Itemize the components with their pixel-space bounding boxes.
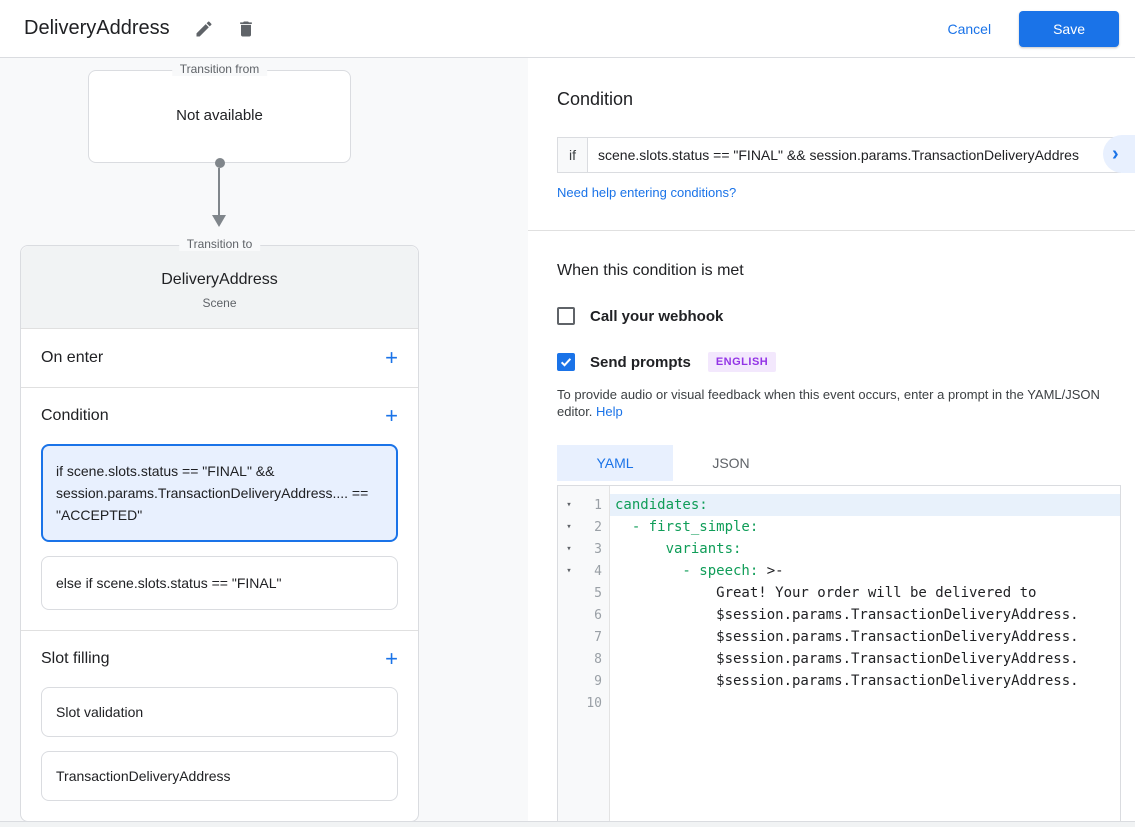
- page-title: DeliveryAddress: [24, 17, 170, 39]
- transition-from-label: Transition from: [171, 62, 268, 76]
- tab-json[interactable]: JSON: [712, 455, 750, 471]
- edit-scene-button[interactable]: [188, 13, 220, 45]
- collapse-panel-button[interactable]: ›: [1103, 135, 1135, 173]
- delete-scene-button[interactable]: [230, 13, 262, 45]
- condition-section-label: Condition: [41, 407, 109, 424]
- code-line[interactable]: $session.params.TransactionDeliveryAddre…: [615, 651, 1079, 667]
- prompt-description: To provide audio or visual feedback when…: [557, 387, 1100, 419]
- line-number: 9: [594, 673, 602, 689]
- chevron-right-icon: ›: [1112, 143, 1119, 165]
- horizontal-scrollbar[interactable]: [0, 821, 1135, 827]
- webhook-option-row: Call your webhook: [557, 307, 1121, 325]
- save-button[interactable]: Save: [1019, 10, 1119, 47]
- language-badge: ENGLISH: [707, 352, 777, 372]
- line-number: 5: [594, 585, 602, 601]
- on-enter-section[interactable]: On enter +: [21, 329, 418, 388]
- fold-arrow-icon[interactable]: ▾: [566, 544, 572, 554]
- transition-to-card: Transition to DeliveryAddress Scene On e…: [20, 237, 419, 822]
- call-webhook-label: Call your webhook: [590, 307, 724, 325]
- line-number: 10: [586, 695, 602, 711]
- send-prompts-checkbox[interactable]: [557, 353, 575, 371]
- line-number: 6: [594, 607, 602, 623]
- panel-title: Condition: [557, 89, 634, 109]
- on-enter-label: On enter: [41, 349, 104, 366]
- line-number: 3: [594, 541, 602, 557]
- arrow-down-icon: [212, 215, 226, 227]
- scene-name: DeliveryAddress: [161, 271, 278, 288]
- condition-list: if scene.slots.status == "FINAL" && sess…: [21, 444, 418, 610]
- condition-detail-panel: › Condition if scene.slots.status == "FI…: [528, 58, 1135, 827]
- editor-code-area[interactable]: candidates: - first_simple: variants: - …: [610, 486, 1120, 827]
- condition-expression-input[interactable]: scene.slots.status == "FINAL" && session…: [588, 137, 1121, 173]
- code-line[interactable]: $session.params.TransactionDeliveryAddre…: [615, 607, 1079, 623]
- cancel-button[interactable]: Cancel: [947, 20, 992, 37]
- send-prompts-option-row: Send prompts ENGLISH: [557, 352, 1121, 372]
- condition-box[interactable]: else if scene.slots.status == "FINAL": [41, 556, 398, 610]
- line-number: 8: [594, 651, 602, 667]
- help-link[interactable]: Help: [596, 404, 623, 419]
- scene-card-header: DeliveryAddress Scene: [21, 246, 418, 329]
- if-prefix-label: if: [557, 137, 588, 173]
- transition-to-label: Transition to: [178, 237, 261, 251]
- checkmark-icon: [560, 358, 572, 367]
- condition-expression-row: if scene.slots.status == "FINAL" && sess…: [557, 137, 1121, 173]
- scene-type-label: Scene: [202, 296, 237, 310]
- add-icon[interactable]: +: [385, 403, 398, 428]
- code-line[interactable]: candidates:: [610, 494, 1120, 516]
- line-number: 1: [594, 497, 602, 513]
- slot-filling-label: Slot filling: [41, 650, 110, 667]
- code-line[interactable]: $session.params.TransactionDeliveryAddre…: [615, 629, 1079, 645]
- code-line[interactable]: $session.params.TransactionDeliveryAddre…: [615, 673, 1079, 689]
- code-line[interactable]: Great! Your order will be delivered to: [615, 585, 1037, 601]
- slot-box[interactable]: TransactionDeliveryAddress: [41, 751, 398, 801]
- top-bar: DeliveryAddress Cancel Save: [0, 0, 1135, 58]
- editor-gutter: ▾ 1 ▾ 2 ▾ 3 ▾ 4 5 6 7 8 9 10: [558, 486, 610, 827]
- fold-arrow-icon[interactable]: ▾: [566, 500, 572, 510]
- code-line[interactable]: - first_simple:: [615, 519, 759, 535]
- section-divider: [528, 230, 1135, 231]
- condition-help-link[interactable]: Need help entering conditions?: [557, 185, 737, 200]
- condition-box-selected[interactable]: if scene.slots.status == "FINAL" && sess…: [41, 444, 398, 542]
- transition-from-content: Not available: [176, 107, 263, 124]
- line-number: 4: [594, 563, 602, 579]
- send-prompts-label: Send prompts: [590, 353, 691, 371]
- code-line[interactable]: [610, 692, 1120, 714]
- line-number: 7: [594, 629, 602, 645]
- slot-box[interactable]: Slot validation: [41, 687, 398, 737]
- add-icon[interactable]: +: [385, 646, 398, 671]
- code-line[interactable]: variants:: [615, 541, 742, 557]
- line-number: 2: [594, 519, 602, 535]
- code-line[interactable]: - speech: >-: [615, 563, 784, 579]
- fold-arrow-icon[interactable]: ▾: [566, 566, 572, 576]
- tab-yaml[interactable]: YAML: [557, 445, 673, 481]
- editor-format-tabs: YAML JSON: [557, 445, 1121, 481]
- transition-from-box: Transition from Not available: [88, 62, 351, 168]
- connector-line: [218, 168, 220, 216]
- fold-arrow-icon[interactable]: ▾: [566, 522, 572, 532]
- scene-flow-panel: Transition from Not available Transition…: [0, 58, 528, 822]
- condition-section: Condition + if scene.slots.status == "FI…: [21, 388, 418, 631]
- when-condition-heading: When this condition is met: [557, 262, 744, 279]
- pencil-icon: [196, 20, 212, 36]
- yaml-editor: ▾ 1 ▾ 2 ▾ 3 ▾ 4 5 6 7 8 9 10 candidates: - first_simp…: [557, 485, 1121, 827]
- call-webhook-checkbox[interactable]: [557, 307, 575, 325]
- add-icon[interactable]: +: [385, 345, 398, 370]
- connector-dot: [214, 158, 225, 168]
- trash-icon: [239, 21, 252, 36]
